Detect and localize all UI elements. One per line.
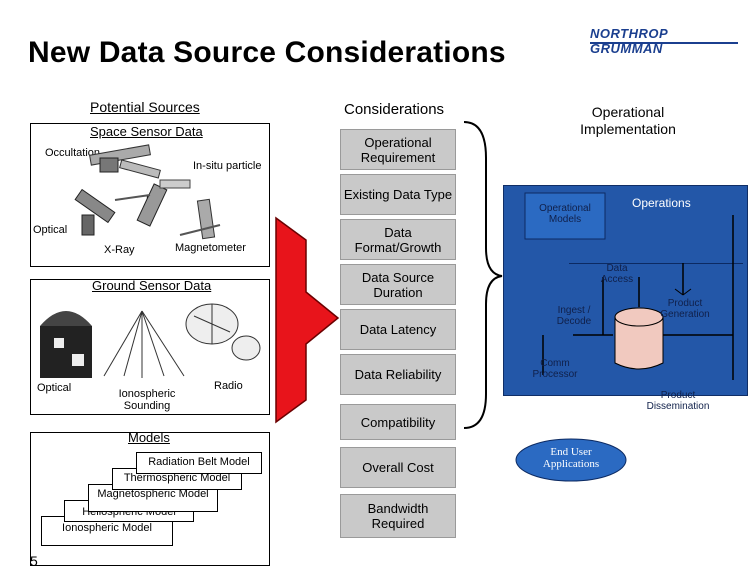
radio-dish-icon [185, 303, 261, 361]
product-generation-label: Product Generation [660, 298, 710, 320]
satellite-icon [74, 188, 116, 236]
consideration-item: Data Latency [340, 309, 456, 350]
optical-space-label: Optical [33, 224, 68, 236]
satellite-icon [89, 144, 161, 179]
xray-label: X-Ray [104, 244, 135, 256]
product-dissemination-label: Product Dissemination [646, 390, 710, 412]
ground-sensor-illustrations [40, 303, 261, 378]
comm-processor-label: Comm Processor [532, 358, 578, 380]
ground-sensor-box [30, 279, 270, 415]
consideration-item: Compatibility [340, 404, 456, 440]
page-title: New Data Source Considerations [28, 36, 506, 69]
consideration-item: Overall Cost [340, 447, 456, 488]
satellite-icon [179, 198, 221, 240]
ionospheric-sounding-label: Ionospheric Sounding [118, 388, 176, 412]
logo-underline [590, 42, 738, 44]
operational-models-label: Operational Models [539, 203, 591, 225]
consideration-item: Data Reliability [340, 354, 456, 395]
ground-sensor-header: Ground Sensor Data [92, 278, 212, 293]
radiation-belt-model-box: Radiation Belt Model [136, 452, 262, 474]
potential-sources-header: Potential Sources [90, 99, 200, 115]
end-user-ellipse [515, 438, 627, 482]
optical-ground-label: Optical [37, 382, 72, 394]
space-sensor-header: Space Sensor Data [90, 124, 203, 139]
observatory-icon [40, 311, 92, 378]
curly-brace [463, 121, 503, 429]
consideration-item: Bandwidth Required [340, 494, 456, 538]
occultation-label: Occultation [45, 147, 101, 159]
operational-models-box [524, 192, 606, 240]
satellite-illustrations [74, 144, 221, 240]
consideration-item: Data Source Duration [340, 264, 456, 305]
database-icon [614, 316, 664, 370]
big-red-arrow [275, 216, 340, 424]
data-access-label: Data Access [600, 263, 634, 285]
consideration-item: Operational Requirement [340, 129, 456, 170]
ingest-decode-label: Ingest / Decode [556, 305, 592, 327]
page-number: 5 [30, 553, 38, 569]
satellite-icon [114, 179, 191, 227]
operational-implementation-header: Operational Implementation [580, 104, 676, 137]
considerations-header: Considerations [344, 101, 445, 118]
consideration-item: Existing Data Type [340, 174, 456, 215]
northrop-grumman-logo: NORTHROP GRUMMAN [590, 26, 668, 56]
operations-diagram [524, 192, 743, 380]
in-situ-label: In-situ particle [193, 160, 262, 172]
antenna-array-icon [103, 310, 185, 378]
operations-label: Operations [632, 196, 691, 210]
magnetometer-label: Magnetometer [175, 242, 246, 254]
consideration-item: Data Format/Growth [340, 219, 456, 260]
models-header: Models [128, 430, 170, 445]
end-user-label: End User Applications [542, 446, 600, 470]
radio-label: Radio [214, 380, 243, 392]
